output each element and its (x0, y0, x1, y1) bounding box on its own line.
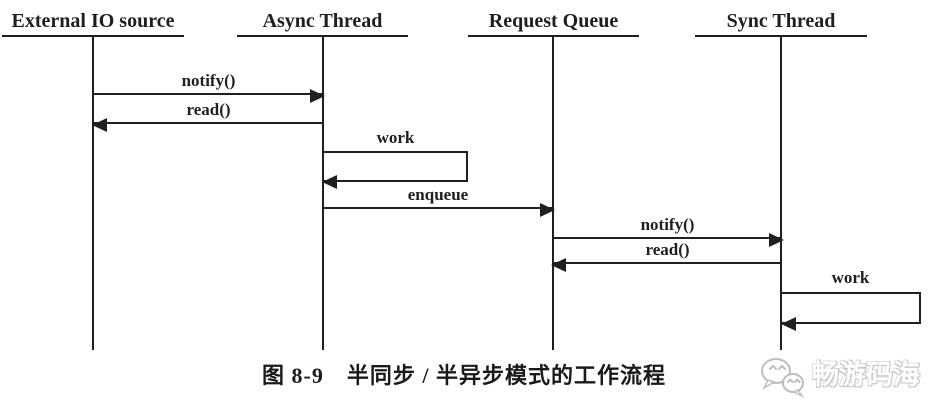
message-label-work-1: work (376, 128, 415, 147)
message-label-read-2: read() (645, 240, 690, 259)
message-label-notify-2: notify() (640, 215, 695, 234)
arrowhead-right-icon (769, 233, 784, 247)
lifeline-sync-thread (780, 36, 782, 350)
lifeline-async-thread (322, 36, 324, 350)
arrowhead-left-icon (781, 317, 796, 331)
participant-async-thread: Async Thread (237, 10, 408, 37)
message-arrow-read-1 (92, 118, 323, 132)
message-arrow-notify-2 (553, 233, 784, 247)
message-label-notify-1: notify() (181, 71, 236, 90)
message-arrow-read-2 (551, 258, 782, 272)
participant-external-io-source: External IO source (2, 10, 184, 37)
figure-caption: 图 8-9 半同步 / 半异步模式的工作流程 (262, 363, 666, 388)
arrowhead-left-icon (551, 258, 566, 272)
message-arrow-enqueue (323, 203, 555, 217)
participant-sync-thread: Sync Thread (695, 10, 867, 37)
participant-label: Sync Thread (726, 10, 836, 32)
arrowhead-right-icon (310, 89, 325, 103)
participant-label: Async Thread (262, 10, 383, 32)
participant-request-queue: Request Queue (468, 10, 639, 37)
lifeline-request-queue (552, 36, 554, 350)
chat-bubbles-icon (761, 358, 805, 398)
participant-label: External IO source (11, 10, 175, 32)
message-label-read-1: read() (186, 100, 231, 119)
self-call-work-1 (322, 151, 468, 189)
arrowhead-left-icon (92, 118, 107, 132)
message-label-work-2: work (831, 268, 870, 287)
participant-label: Request Queue (488, 10, 619, 32)
message-arrow-notify-1 (94, 89, 325, 103)
lifeline-external-io-source (92, 36, 94, 350)
watermark-text: 畅游码海 (812, 360, 920, 391)
arrowhead-right-icon (540, 203, 555, 217)
watermark: 畅游码海 (756, 348, 926, 404)
self-call-work-2 (781, 292, 921, 331)
message-label-enqueue: enqueue (407, 185, 469, 204)
arrowhead-left-icon (322, 175, 337, 189)
